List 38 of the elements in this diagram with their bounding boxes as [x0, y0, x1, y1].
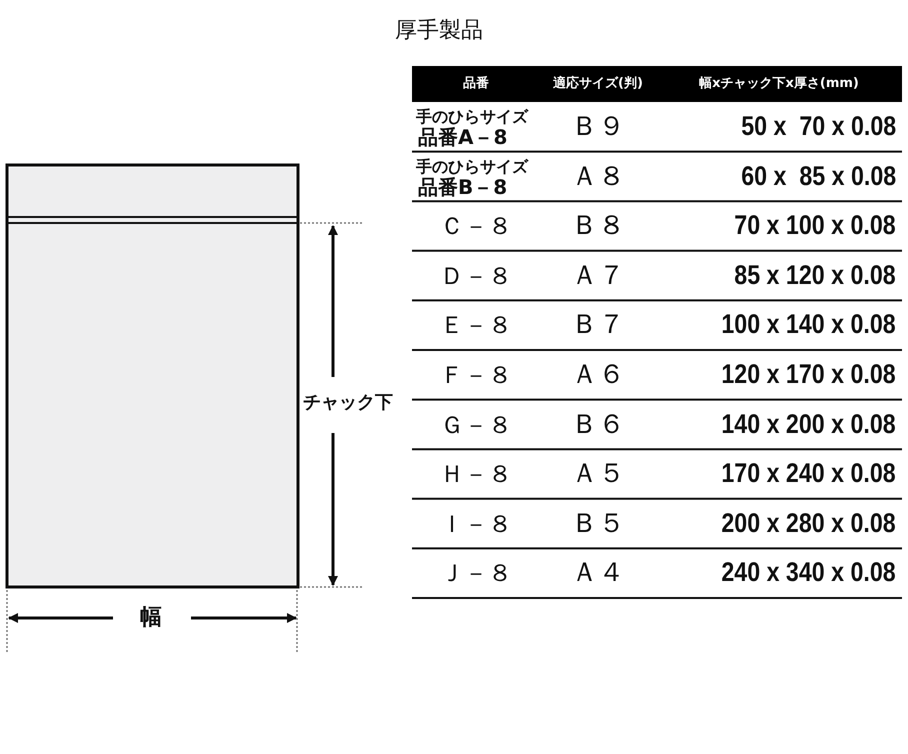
paper-size: Ｂ８: [570, 212, 626, 240]
title: 厚手製品: [394, 20, 484, 42]
product-code: Ｄ－８: [439, 264, 513, 288]
dimension-label: 幅: [140, 607, 162, 629]
column-header: 適応サイズ(判): [552, 77, 644, 90]
dimensions-text: 140 x 200 x 0.08: [722, 410, 896, 438]
dimensions-text: 100 x 140 x 0.08: [722, 311, 896, 338]
product-code: Ｆ－８: [439, 363, 513, 387]
product-code: Ｇ－８: [439, 412, 513, 437]
product-code: 品番A－8: [418, 127, 508, 147]
paper-size: Ｂ９: [570, 113, 626, 140]
dimensions-text: 50 x 70 x 0.08: [741, 113, 896, 140]
dimensions-text: 240 x 340 x 0.08: [722, 559, 896, 586]
product-code: Ｃ－８: [439, 214, 513, 238]
product-code: 手のひらサイズ: [416, 109, 528, 125]
product-code: 手のひらサイズ: [416, 158, 528, 175]
dimensions-text: 70 x 100 x 0.08: [734, 212, 896, 240]
dimensions-text: 60 x 85 x 0.08: [741, 162, 896, 190]
column-header: 品番: [462, 77, 490, 90]
product-code: 品番B－8: [418, 176, 508, 197]
product-code: Ｉ－８: [439, 512, 513, 536]
paper-size: Ｂ７: [570, 311, 626, 338]
paper-size: Ａ４: [570, 559, 626, 586]
dimensions-text: 85 x 120 x 0.08: [734, 262, 896, 289]
product-code: Ｈ－８: [439, 462, 513, 486]
dimension-label: チャック下: [303, 394, 393, 412]
paper-size: Ａ８: [570, 162, 626, 190]
paper-size: Ｂ５: [570, 510, 626, 537]
dimensions-text: 170 x 240 x 0.08: [722, 460, 896, 488]
paper-size: Ａ５: [570, 460, 626, 488]
column-header: 幅xチャック下x厚さ(mm): [698, 77, 860, 90]
paper-size: Ａ６: [570, 361, 626, 388]
product-code: Ｅ－８: [439, 313, 513, 338]
dimensions-text: 120 x 170 x 0.08: [722, 361, 896, 388]
paper-size: Ａ７: [570, 262, 626, 289]
dimensions-text: 200 x 280 x 0.08: [722, 510, 896, 537]
paper-size: Ｂ６: [570, 410, 626, 438]
product-code: Ｊ－８: [439, 561, 513, 586]
